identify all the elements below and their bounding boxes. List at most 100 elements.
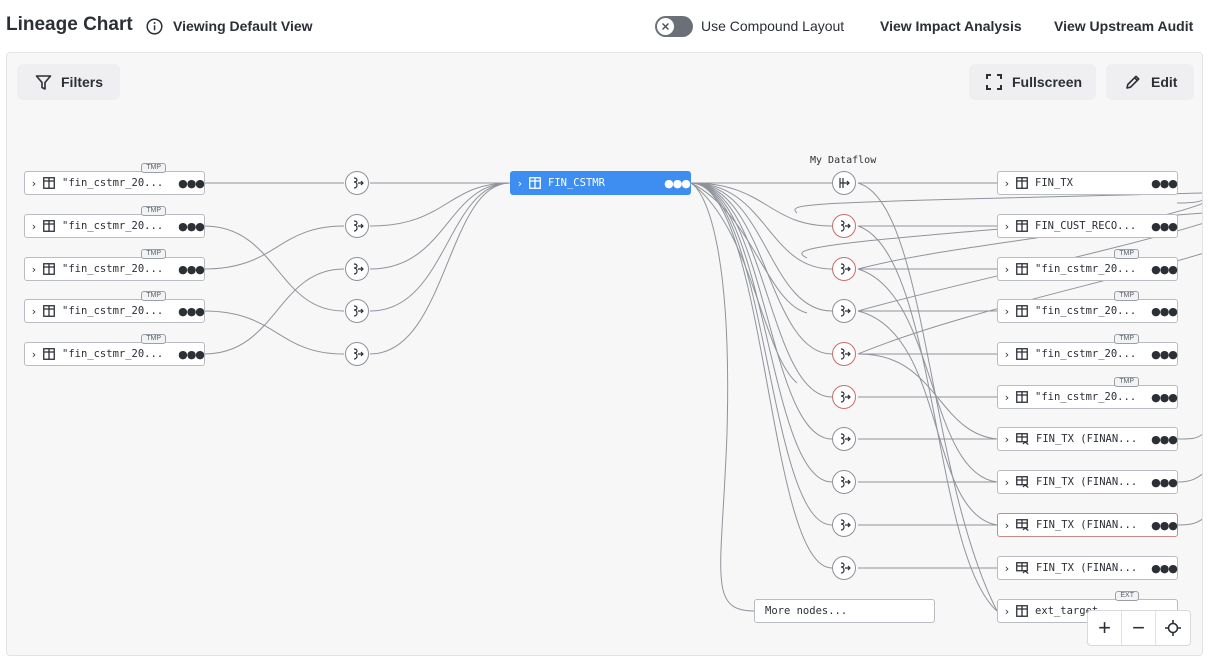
info-icon[interactable]	[146, 18, 163, 35]
compound-layout-toggle[interactable]	[655, 16, 693, 37]
expand-chevron-icon[interactable]: ›	[517, 176, 523, 190]
process-node[interactable]	[832, 257, 856, 281]
more-options-icon[interactable]: ●●●	[1151, 304, 1178, 318]
downstream-view-node[interactable]: › FIN_TX (FINAN... ●●●	[997, 513, 1178, 537]
downstream-table-node[interactable]: TMP › "fin_cstmr_20... ●●●	[997, 291, 1178, 323]
more-options-icon[interactable]: ●●●	[1151, 561, 1178, 575]
more-options-icon[interactable]: ●●●	[664, 176, 691, 190]
filters-label: Filters	[61, 74, 104, 90]
expand-chevron-icon[interactable]: ›	[1004, 518, 1010, 532]
process-icon	[840, 263, 851, 275]
view-table-icon	[1016, 562, 1029, 574]
tmp-badge: TMP	[141, 249, 166, 259]
more-options-icon[interactable]: ●●●	[1151, 219, 1178, 233]
node-label: FIN_TX (FINAN...	[1036, 476, 1138, 488]
expand-chevron-icon[interactable]: ›	[1004, 347, 1010, 361]
more-options-icon[interactable]: ●●●	[1151, 475, 1178, 489]
table-icon	[43, 348, 55, 360]
downstream-view-node[interactable]: › FIN_TX (FINAN... ●●●	[997, 470, 1178, 494]
downstream-table-node[interactable]: TMP › "fin_cstmr_20... ●●●	[997, 249, 1178, 281]
more-options-icon[interactable]: ●●●	[1151, 432, 1178, 446]
downstream-table-node[interactable]: TMP › "fin_cstmr_20... ●●●	[997, 377, 1178, 409]
upstream-table-node[interactable]: TMP › "fin_cstmr_20... ●●●	[24, 291, 205, 323]
process-node[interactable]	[345, 299, 369, 323]
filters-button[interactable]: Filters	[17, 64, 120, 100]
node-label: ext_target	[1035, 605, 1099, 617]
more-options-icon[interactable]: ●●●	[178, 262, 205, 276]
more-options-icon[interactable]: ●●●	[178, 347, 205, 361]
pencil-icon	[1126, 75, 1140, 89]
expand-chevron-icon[interactable]: ›	[1004, 561, 1010, 575]
expand-chevron-icon[interactable]: ›	[1004, 262, 1010, 276]
process-icon	[840, 391, 851, 403]
table-icon	[1016, 348, 1028, 360]
expand-chevron-icon[interactable]: ›	[31, 176, 37, 190]
downstream-table-node[interactable]: › FIN_CUST_RECO... ●●●	[997, 214, 1178, 238]
current-view-label[interactable]: Viewing Default View	[173, 18, 313, 34]
downstream-view-node[interactable]: › FIN_TX (FINAN... ●●●	[997, 556, 1178, 580]
more-options-icon[interactable]: ●●●	[1151, 390, 1178, 404]
upstream-table-node[interactable]: TMP › "fin_cstmr_20... ●●●	[24, 206, 205, 238]
process-node[interactable]	[832, 513, 856, 537]
more-options-icon[interactable]: ●●●	[178, 219, 205, 233]
more-options-icon[interactable]: ●●●	[1151, 176, 1178, 190]
lineage-canvas[interactable]: Filters Fullscreen Edit TMP › "fin_cstmr…	[6, 52, 1203, 656]
downstream-view-node[interactable]: › FIN_TX (FINAN... ●●●	[997, 427, 1178, 451]
page-title: Lineage Chart	[6, 14, 133, 35]
more-options-icon[interactable]: ●●●	[178, 176, 205, 190]
upstream-table-node[interactable]: TMP › "fin_cstmr_20... ●●●	[24, 334, 205, 366]
process-node[interactable]	[345, 342, 369, 366]
process-icon	[840, 305, 851, 317]
process-node[interactable]	[832, 214, 856, 238]
more-options-icon[interactable]: ●●●	[178, 304, 205, 318]
process-node[interactable]	[345, 214, 369, 238]
process-node[interactable]	[832, 342, 856, 366]
expand-chevron-icon[interactable]: ›	[1004, 604, 1010, 618]
upstream-table-node[interactable]: TMP › "fin_cstmr_20... ●●●	[24, 249, 205, 281]
zoom-in-button[interactable]: +	[1088, 611, 1122, 645]
process-node[interactable]	[345, 171, 369, 195]
process-icon	[840, 476, 851, 488]
expand-chevron-icon[interactable]: ›	[1004, 432, 1010, 446]
more-options-icon[interactable]: ●●●	[1151, 347, 1178, 361]
fullscreen-button[interactable]: Fullscreen	[969, 64, 1096, 100]
expand-chevron-icon[interactable]: ›	[1004, 475, 1010, 489]
focus-table-node[interactable]: › FIN_CSTMR ●●●	[510, 171, 691, 195]
process-node[interactable]	[832, 470, 856, 494]
downstream-table-node[interactable]: TMP › "fin_cstmr_20... ●●●	[997, 334, 1178, 366]
node-label: "fin_cstmr_20...	[1035, 263, 1137, 275]
process-node[interactable]	[345, 257, 369, 281]
tmp-badge: TMP	[1114, 377, 1139, 387]
view-impact-analysis-link[interactable]: View Impact Analysis	[880, 18, 1022, 34]
zoom-out-button[interactable]: −	[1122, 611, 1156, 645]
process-node[interactable]	[832, 427, 856, 451]
view-upstream-audit-link[interactable]: View Upstream Audit	[1054, 18, 1194, 34]
downstream-table-node[interactable]: › FIN_TX ●●●	[997, 171, 1178, 195]
more-options-icon[interactable]: ●●●	[1151, 518, 1178, 532]
upstream-table-node[interactable]: TMP › "fin_cstmr_20... ●●●	[24, 163, 205, 195]
process-node[interactable]	[832, 556, 856, 580]
expand-chevron-icon[interactable]: ›	[1004, 176, 1010, 190]
dataflow-icon	[839, 178, 850, 188]
process-icon	[840, 562, 851, 574]
node-label: FIN_TX (FINAN...	[1036, 519, 1138, 531]
expand-chevron-icon[interactable]: ›	[31, 219, 37, 233]
expand-chevron-icon[interactable]: ›	[1004, 219, 1010, 233]
expand-chevron-icon[interactable]: ›	[31, 347, 37, 361]
process-icon	[353, 305, 364, 317]
dataflow-process-node[interactable]	[832, 171, 856, 195]
node-label: FIN_TX	[1035, 177, 1073, 189]
recenter-button[interactable]	[1156, 611, 1190, 645]
zoom-controls: + −	[1087, 610, 1191, 646]
tmp-badge: TMP	[1114, 291, 1139, 301]
expand-chevron-icon[interactable]: ›	[1004, 304, 1010, 318]
more-options-icon[interactable]: ●●●	[1151, 262, 1178, 276]
expand-chevron-icon[interactable]: ›	[31, 304, 37, 318]
process-node[interactable]	[832, 299, 856, 323]
expand-chevron-icon[interactable]: ›	[1004, 390, 1010, 404]
expand-chevron-icon[interactable]: ›	[31, 262, 37, 276]
process-node[interactable]	[832, 385, 856, 409]
more-nodes-button[interactable]: More nodes...	[754, 599, 935, 623]
crosshair-icon	[1165, 620, 1181, 636]
edit-button[interactable]: Edit	[1106, 64, 1194, 100]
